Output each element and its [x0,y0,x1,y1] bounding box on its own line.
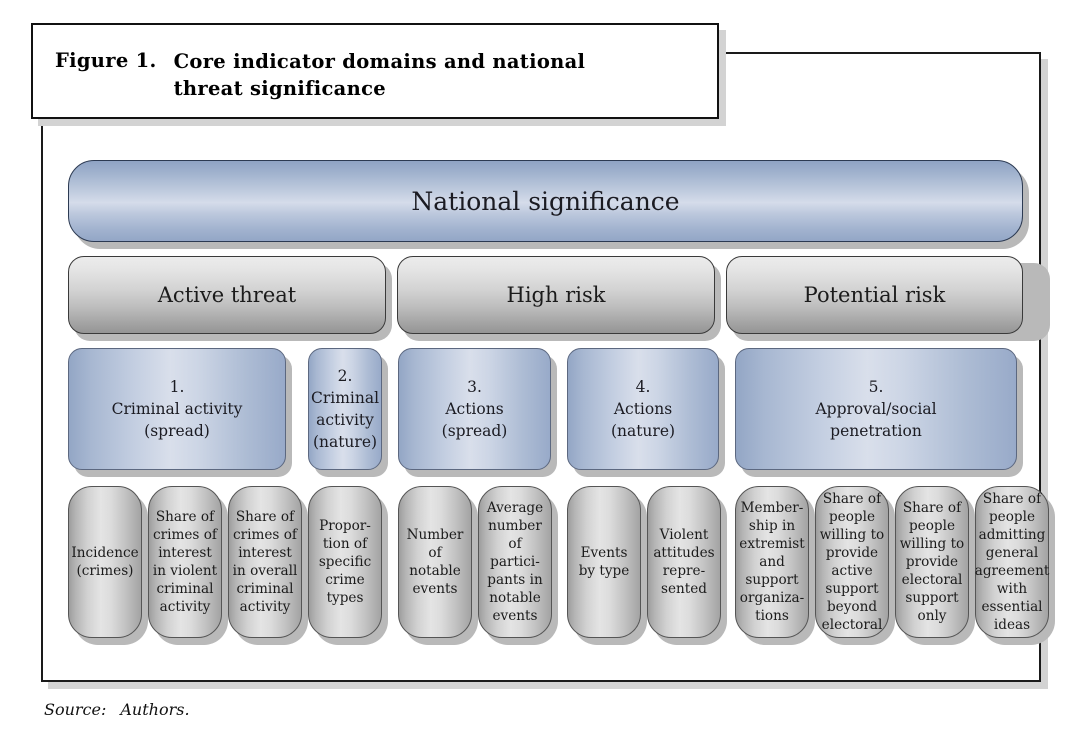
indicator-box-8[interactable]: Violent attitudes repre- sented [647,486,721,638]
indicator-label: Share of crimes of interest in violent c… [152,508,218,616]
domain-box-4-actions-nature[interactable]: 4. Actions (nature) [567,348,719,470]
threat-levels-row: Active threat High risk Potential risk [68,256,1050,341]
indicator-box-5[interactable]: Number of notable events [398,486,472,638]
indicator-label: Member- ship in extremist and support or… [739,499,805,625]
source-label: Source: [44,700,107,719]
threat-level-label: High risk [506,283,606,307]
indicator-label: Propor- tion of specific crime types [318,517,372,607]
indicator-label: Average number of partici- pants in nota… [486,499,544,625]
indicator-box-1[interactable]: Incidence (crimes) [68,486,142,638]
indicator-label: Violent attitudes repre- sented [653,526,715,598]
indicator-label: Share of crimes of interest in overall c… [232,508,298,616]
domain-label-line-1: Criminal activity [111,400,243,418]
indicator-box-3[interactable]: Share of crimes of interest in overall c… [228,486,302,638]
domain-number: 1. [169,378,185,396]
indicator-box-4[interactable]: Propor- tion of specific crime types [308,486,382,638]
indicator-box-2[interactable]: Share of crimes of interest in violent c… [148,486,222,638]
indicator-label: Share of people admitting general agreem… [974,490,1050,634]
source-caption: Source: Authors. [44,700,190,719]
indicator-box-11[interactable]: Share of people willing to provide elect… [895,486,969,638]
indicator-label: Incidence (crimes) [71,544,139,579]
domain-number: 2. [337,367,353,385]
domain-box-1-criminal-activity-spread[interactable]: 1. Criminal activity (spread) [68,348,286,470]
indicator-box-12[interactable]: Share of people admitting general agreem… [975,486,1049,638]
national-significance-box[interactable]: National significance [68,160,1023,242]
figure-title-text: Core indicator domains and national thre… [173,50,586,100]
domain-label-line-1: Criminal [310,389,380,407]
indicator-label: Events by type [578,544,630,579]
domain-number: 3. [467,378,482,396]
threat-level-label: Potential risk [803,283,946,307]
domain-label-line-2: (spread) [144,422,210,440]
indicator-box-9[interactable]: Member- ship in extremist and support or… [735,486,809,638]
domain-label-line-1: Actions [445,400,504,418]
indicator-label: Share of people willing to provide activ… [819,490,885,634]
domain-label-line-2: (nature) [610,422,676,440]
domain-label-line-1: Actions [613,400,673,418]
domain-box-5-approval-social-penetration[interactable]: 5. Approval/social penetration [735,348,1017,470]
domain-number: 5. [868,378,884,396]
national-significance-label: National significance [411,186,680,216]
figure-frame: National significance Active threat High… [41,52,1055,684]
threat-level-label: Active threat [157,283,297,307]
threat-level-active-threat[interactable]: Active threat [68,256,386,334]
indicators-row: Incidence (crimes) Share of crimes of in… [68,486,1055,645]
domain-label-line-2: (spread) [441,422,508,440]
diagram-canvas: National significance Active threat High… [43,54,1055,684]
figure-number-label: Figure 1. [55,49,157,72]
domain-number: 4. [635,378,651,396]
domain-box-3-actions-spread[interactable]: 3. Actions (spread) [398,348,551,470]
threat-level-potential-risk[interactable]: Potential risk [726,256,1023,334]
source-value: Authors. [120,700,190,719]
indicator-box-6[interactable]: Average number of partici- pants in nota… [478,486,552,638]
national-significance-row: National significance [68,160,1029,249]
indicator-box-10[interactable]: Share of people willing to provide activ… [815,486,889,638]
domain-box-2-criminal-activity-nature[interactable]: 2. Criminal activity (nature) [308,348,382,470]
domains-row: 1. Criminal activity (spread) 2. Crimina… [68,348,1023,477]
domain-label-line-1: Approval/social [815,400,937,418]
domain-label-line-2: penetration [830,422,922,440]
domain-label-line-2: activity [316,411,374,429]
threat-level-high-risk[interactable]: High risk [397,256,715,334]
indicator-box-7[interactable]: Events by type [567,486,641,638]
indicator-label: Share of people willing to provide elect… [899,499,965,625]
domain-label-line-3: (nature) [312,433,378,451]
figure-title-box: Figure 1. Core indicator domains and nat… [31,23,719,119]
indicator-label: Number of notable events [406,526,464,598]
figure-title: Figure 1. Core indicator domains and nat… [55,49,703,102]
